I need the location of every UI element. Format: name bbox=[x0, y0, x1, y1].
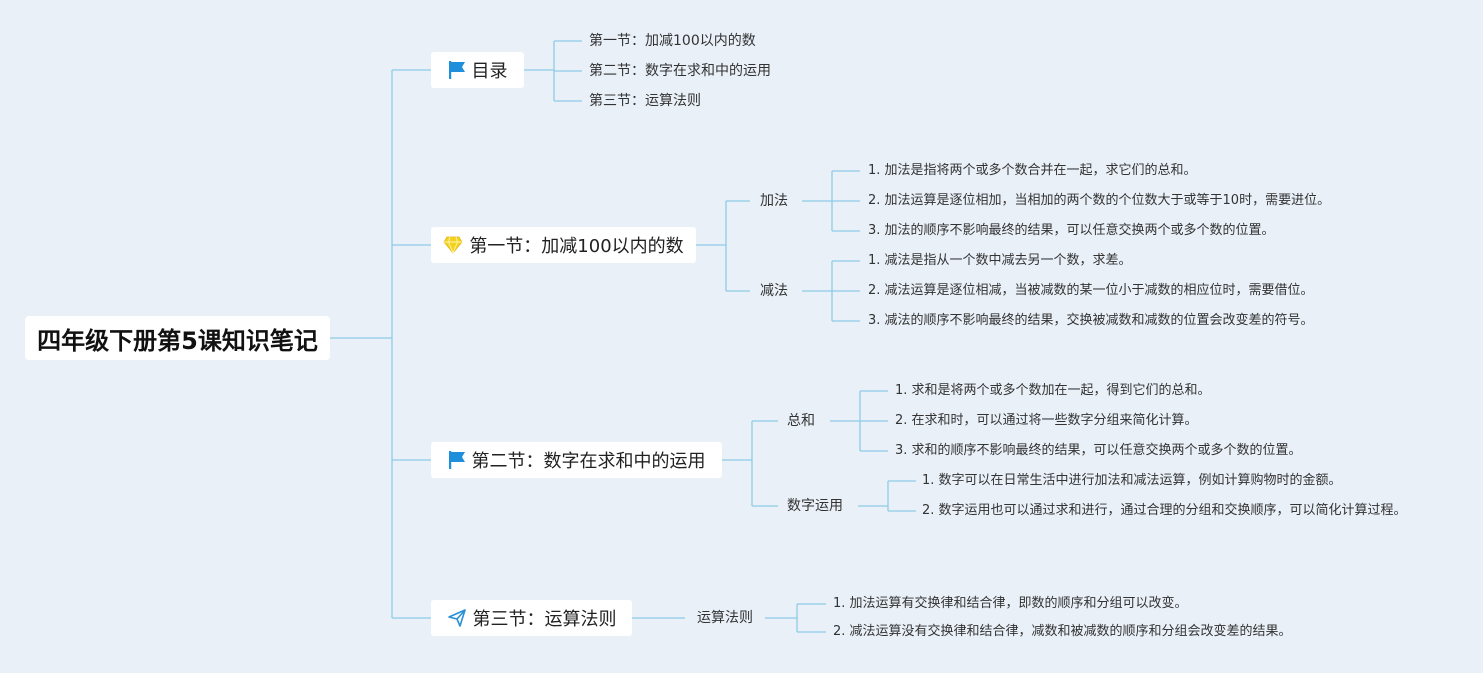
leaf-item[interactable]: 2. 在求和时，可以通过将一些数字分组来简化计算。 bbox=[895, 413, 1198, 428]
flag-icon bbox=[448, 450, 466, 470]
branch-section-3-label: 第三节：运算法则 bbox=[472, 609, 617, 630]
root-topic[interactable]: 四年级下册第5课知识笔记 bbox=[25, 316, 330, 360]
branch-section-1[interactable]: 第一节：加减100以内的数 bbox=[431, 227, 696, 263]
leaf-item[interactable]: 2. 减法运算没有交换律和结合律，减数和被减数的顺序和分组会改变差的结果。 bbox=[833, 624, 1292, 639]
leaf-item[interactable]: 1. 减法是指从一个数中减去另一个数，求差。 bbox=[868, 253, 1132, 268]
branch-toc-label: 目录 bbox=[471, 61, 508, 82]
flag-icon bbox=[448, 60, 466, 80]
leaf-item[interactable]: 2. 减法运算是逐位相减，当被减数的某一位小于减数的相应位时，需要借位。 bbox=[868, 283, 1314, 298]
subtopic-sum[interactable]: 总和 bbox=[787, 413, 815, 429]
branch-section-3[interactable]: 第三节：运算法则 bbox=[431, 600, 632, 636]
diamond-icon bbox=[443, 236, 463, 254]
leaf-item[interactable]: 3. 减法的顺序不影响最终的结果，交换被减数和减数的位置会改变差的符号。 bbox=[868, 313, 1314, 328]
subtopic-operation-rules[interactable]: 运算法则 bbox=[697, 610, 753, 626]
leaf-item[interactable]: 1. 数字可以在日常生活中进行加法和减法运算，例如计算购物时的金额。 bbox=[922, 473, 1342, 488]
leaf-item[interactable]: 1. 加法是指将两个或多个数合并在一起，求它们的总和。 bbox=[868, 163, 1197, 178]
subtopic-subtraction[interactable]: 减法 bbox=[760, 283, 788, 299]
leaf-item[interactable]: 3. 加法的顺序不影响最终的结果，可以任意交换两个或多个数的位置。 bbox=[868, 223, 1275, 238]
branch-toc[interactable]: 目录 bbox=[431, 52, 524, 88]
leaf-item[interactable]: 2. 加法运算是逐位相加，当相加的两个数的个位数大于或等于10时，需要进位。 bbox=[868, 193, 1331, 208]
root-title: 四年级下册第5课知识笔记 bbox=[37, 326, 318, 355]
toc-item[interactable]: 第一节：加减100以内的数 bbox=[589, 33, 756, 49]
leaf-item[interactable]: 2. 数字运用也可以通过求和进行，通过合理的分组和交换顺序，可以简化计算过程。 bbox=[922, 503, 1407, 518]
branch-section-2[interactable]: 第二节：数字在求和中的运用 bbox=[431, 442, 722, 478]
toc-item[interactable]: 第三节：运算法则 bbox=[589, 93, 701, 109]
paper-plane-icon bbox=[447, 608, 467, 628]
leaf-item[interactable]: 3. 求和的顺序不影响最终的结果，可以任意交换两个或多个数的位置。 bbox=[895, 443, 1302, 458]
branch-section-2-label: 第二节：数字在求和中的运用 bbox=[471, 451, 706, 472]
leaf-item[interactable]: 1. 加法运算有交换律和结合律，即数的顺序和分组可以改变。 bbox=[833, 596, 1188, 611]
leaf-item[interactable]: 1. 求和是将两个或多个数加在一起，得到它们的总和。 bbox=[895, 383, 1211, 398]
branch-section-1-label: 第一节：加减100以内的数 bbox=[469, 236, 684, 257]
subtopic-addition[interactable]: 加法 bbox=[760, 193, 788, 209]
toc-item[interactable]: 第二节：数字在求和中的运用 bbox=[589, 63, 771, 79]
subtopic-number-use[interactable]: 数字运用 bbox=[787, 498, 843, 514]
